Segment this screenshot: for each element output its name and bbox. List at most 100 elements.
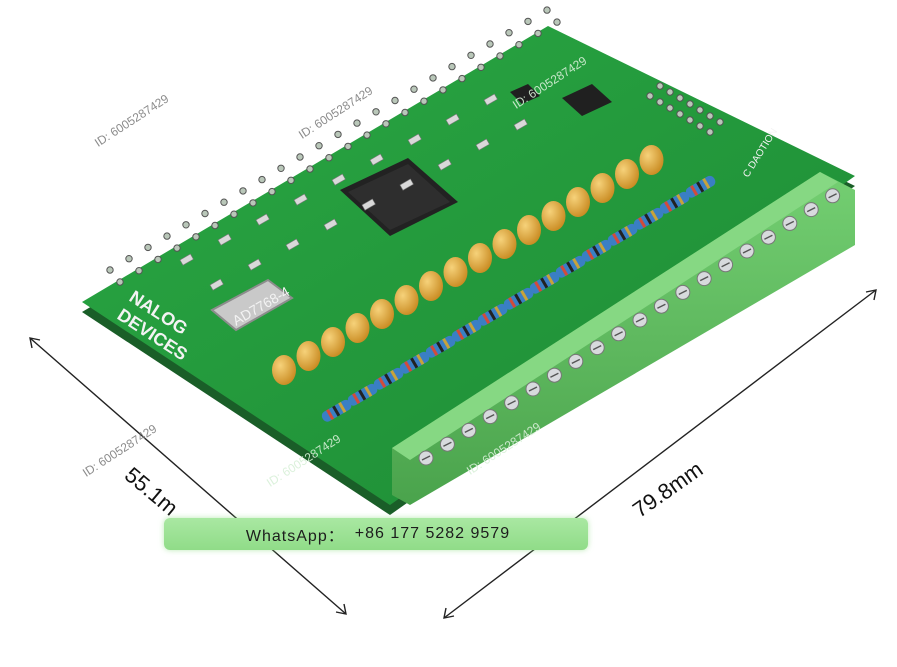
smd-part — [361, 198, 376, 211]
resistor-band — [488, 309, 497, 321]
resistor-band — [352, 393, 361, 405]
smd-part — [475, 138, 490, 151]
header-pin — [486, 40, 494, 48]
smd-part — [247, 258, 262, 271]
resistor — [581, 239, 612, 262]
screw-slot — [464, 427, 474, 434]
resistor-band — [514, 293, 523, 305]
resistor-band — [482, 313, 491, 325]
capacitor — [345, 313, 370, 343]
resistor — [477, 303, 508, 326]
capacitor — [468, 243, 492, 273]
header-pin — [382, 120, 390, 128]
header-pin — [524, 17, 532, 26]
screw-slot — [571, 358, 581, 365]
header-pin — [553, 18, 561, 26]
screw-slot — [699, 275, 709, 282]
smd-part — [293, 193, 308, 206]
header-pin — [448, 62, 456, 71]
resistor — [633, 207, 664, 230]
header-pin — [458, 74, 466, 83]
resistor — [503, 287, 534, 310]
resistor-band — [390, 369, 399, 382]
smd-part — [217, 233, 232, 246]
header-pin — [410, 85, 418, 93]
screw-slot — [635, 317, 645, 323]
header-pin — [666, 88, 674, 96]
resistor — [607, 223, 638, 246]
resistor — [555, 255, 586, 278]
screw-slot — [443, 441, 452, 447]
header-pin — [296, 153, 304, 161]
header-pin — [201, 209, 209, 218]
resistor-band — [416, 354, 425, 366]
whatsapp-label: WhatsApp： — [245, 528, 345, 545]
header-pin — [344, 142, 352, 151]
capacitor — [566, 187, 590, 217]
header-pin — [656, 98, 664, 106]
resistor-band — [384, 373, 393, 385]
header-pin — [353, 119, 361, 127]
smd-part — [437, 158, 452, 171]
header-pin — [706, 128, 714, 136]
header-pin — [363, 131, 371, 139]
smd-components — [179, 93, 528, 291]
resistor-band — [442, 337, 451, 350]
header-pin — [696, 106, 704, 114]
screw-slot — [785, 220, 795, 227]
resistor-band — [618, 229, 627, 241]
header-pin — [163, 232, 171, 240]
resistor-band — [364, 386, 373, 398]
header-pin — [646, 92, 654, 100]
header-pin — [656, 82, 664, 90]
header-pin — [696, 122, 704, 130]
capacitor — [492, 229, 517, 259]
header-pin — [154, 255, 162, 264]
resistor — [659, 191, 690, 214]
resistor-band — [566, 261, 575, 273]
header-pin — [676, 110, 684, 118]
header-pin — [315, 142, 323, 150]
header-pin — [220, 198, 228, 206]
header-pin — [268, 187, 276, 196]
smd-part — [285, 238, 300, 251]
header-pin — [306, 165, 314, 173]
capacitor — [394, 285, 419, 315]
header-pin — [125, 255, 133, 263]
resistor-band — [624, 226, 633, 238]
screw-slot — [657, 303, 666, 309]
header-pin — [515, 41, 523, 49]
smd-part — [179, 253, 194, 266]
capacitor — [419, 271, 443, 301]
whatsapp-banner: WhatsApp： +86 177 5282 9579 — [164, 518, 588, 550]
header-pin — [666, 104, 674, 112]
resistor-band — [358, 389, 367, 401]
resistor — [399, 351, 430, 374]
resistor — [373, 367, 404, 390]
header-pin — [401, 108, 409, 117]
capacitor — [615, 159, 639, 189]
resistor-band — [546, 274, 555, 286]
header-pin — [173, 244, 181, 252]
header-pin — [325, 154, 333, 162]
resistor-band — [592, 245, 601, 257]
header-pin — [467, 51, 475, 59]
crystal-oscillator — [210, 278, 294, 332]
screw-slot — [550, 372, 559, 378]
header-pin — [686, 100, 694, 108]
smd-part — [513, 118, 528, 131]
dimension-arrows — [29, 289, 877, 619]
terminal-screws — [418, 188, 841, 466]
resistor-band — [586, 248, 595, 261]
capacitor — [517, 215, 541, 245]
header-pin — [496, 52, 504, 60]
resistor — [347, 383, 378, 406]
smd-part — [445, 113, 460, 126]
smd-part — [209, 278, 224, 291]
resistor-band — [494, 306, 503, 318]
capacitor — [639, 145, 664, 175]
resistor-band — [508, 296, 517, 309]
screw-slot — [742, 248, 752, 254]
capacitor — [272, 355, 296, 385]
header-pin — [249, 199, 257, 207]
